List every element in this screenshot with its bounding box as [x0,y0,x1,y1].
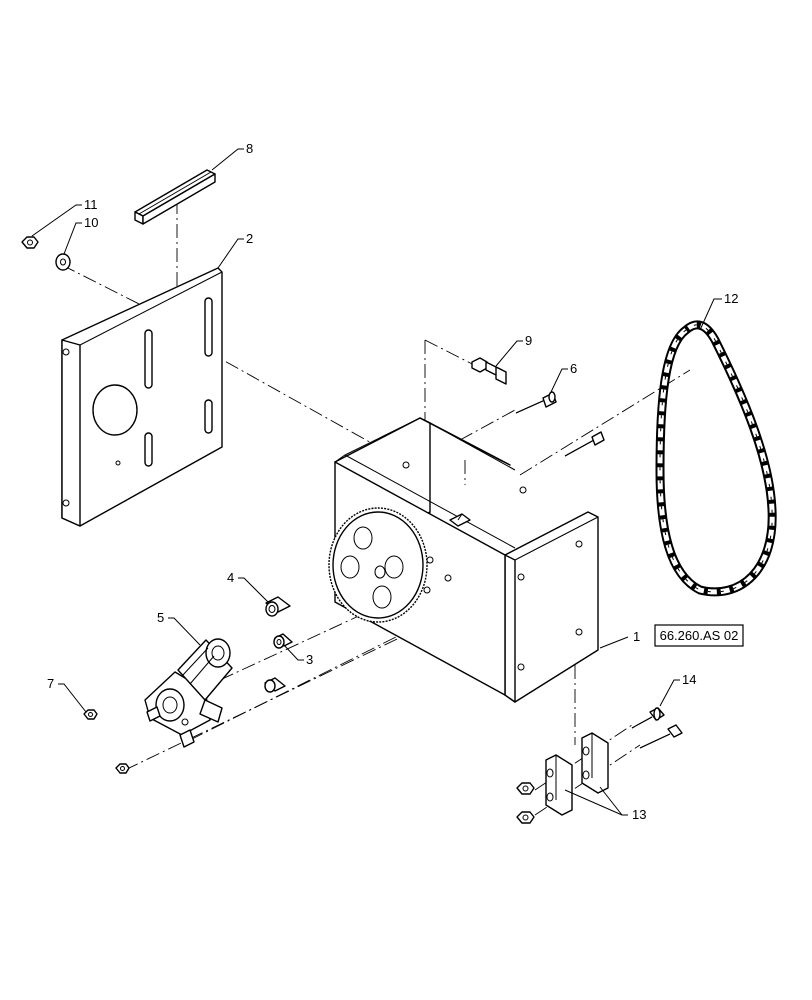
callout-8: 8 [246,141,253,156]
part-13-flange-nut[interactable] [516,782,535,795]
reference-label: 66.260.AS 02 [660,628,739,643]
part-7-hex-nut-lower[interactable] [115,763,130,774]
part-2-mounting-plate[interactable] [61,267,223,527]
part-13-flange-nut-2[interactable] [516,811,535,824]
part-10-washer[interactable] [55,253,71,271]
callout-1: 1 [633,629,640,644]
housing-sprocket [328,507,428,623]
motor-coupler[interactable] [264,677,286,693]
part-7-hex-nut[interactable] [83,709,98,720]
callout-4: 4 [227,570,234,585]
callout-9: 9 [525,333,532,348]
part-6-threaded-rod-lower[interactable] [564,431,605,457]
part-13-tensioner-block-2[interactable] [581,732,609,794]
part-13-tensioner-block[interactable] [545,754,573,816]
part-8-channel-strip[interactable] [134,169,216,225]
callout-10: 10 [84,215,98,230]
part-12-roller-chain[interactable] [655,320,777,597]
callout-11: 11 [84,197,98,212]
part-4-spacer[interactable] [265,596,291,617]
part-3-bushing[interactable] [273,633,293,649]
callout-13: 13 [632,807,646,822]
part-14-flange-bolt[interactable] [631,707,665,729]
reference-box[interactable]: 66.260.AS 02 [654,624,744,647]
callout-2: 2 [246,231,253,246]
part-6-threaded-rod[interactable] [515,391,557,414]
callout-3: 3 [306,652,313,667]
part-9-bolt[interactable] [471,357,507,385]
callout-5: 5 [157,610,164,625]
callout-7: 7 [47,676,54,691]
part-14-flange-bolt-2[interactable] [639,724,683,749]
part-5-electric-motor[interactable] [144,638,233,748]
callout-6: 6 [570,361,577,376]
callout-14: 14 [682,672,696,687]
part-11-nut[interactable] [21,236,39,249]
callout-12: 12 [724,291,738,306]
callout-labels: 8 2 11 10 9 6 12 4 5 3 7 1 14 13 [47,141,738,822]
leader-lines [31,148,722,816]
